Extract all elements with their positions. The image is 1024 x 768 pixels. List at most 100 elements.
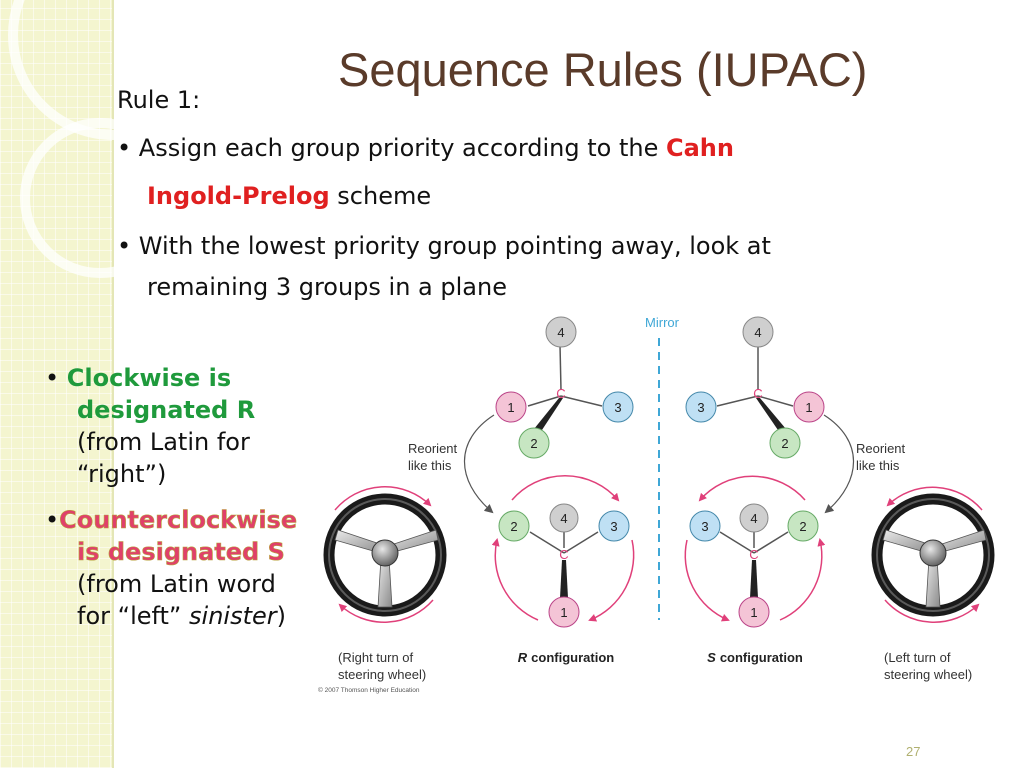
- wheel-turn-arrow: [884, 599, 980, 623]
- group-4-number: 4: [560, 511, 567, 526]
- group-1-number: 1: [507, 400, 514, 415]
- clockwise-note1: (from Latin for: [77, 428, 250, 456]
- group-2-circle: [787, 510, 819, 542]
- group-3-circle: [685, 391, 717, 423]
- group-3-circle: [598, 510, 630, 542]
- group-4-circle: [549, 503, 579, 533]
- rule-heading: Rule 1:: [117, 88, 200, 112]
- group-4-number: 4: [750, 511, 757, 526]
- clockwise-arrow: [511, 474, 620, 502]
- rule-bullet-1-line-2: Ingold-Prelog scheme: [147, 184, 431, 208]
- ccw-note2-pre: for “left”: [77, 602, 182, 630]
- bullet1-post: scheme: [337, 182, 432, 210]
- reorient-label-right-2: like this: [856, 458, 900, 473]
- page-number: 27: [906, 744, 921, 759]
- reorient-label-left-1: Reorient: [408, 441, 458, 456]
- right-turn-caption-1: (Right turn of: [338, 650, 414, 665]
- group-2-circle: [518, 427, 550, 459]
- counterclockwise-arrow: [779, 538, 826, 621]
- right-top-molecule: 4 3 1 2 C: [685, 316, 825, 459]
- group-1-number: 1: [560, 605, 567, 620]
- band-divider: [112, 0, 114, 768]
- wheel-turn-arrow: [338, 599, 434, 623]
- clockwise-arrow: [491, 538, 539, 621]
- counterclockwise-arrow: [684, 539, 730, 622]
- s-configuration-molecule: 3 4 2 1 C: [684, 475, 826, 628]
- group-1-circle: [548, 596, 580, 628]
- bullet-dot: •: [117, 134, 132, 162]
- right-turn-caption-2: steering wheel): [338, 667, 426, 682]
- group-2-circle: [498, 510, 530, 542]
- group-2-number: 2: [530, 436, 537, 451]
- group-3-number: 3: [610, 519, 617, 534]
- decorative-ring-mid: [20, 118, 180, 278]
- clockwise-em2: designated R: [77, 396, 256, 424]
- s-letter: S: [707, 650, 716, 665]
- ccw-note2-sinister: sinister: [189, 602, 277, 630]
- group-1-circle: [738, 596, 770, 628]
- group-2-number: 2: [781, 436, 788, 451]
- group-2-number: 2: [799, 519, 806, 534]
- group-1-number: 1: [750, 605, 757, 620]
- bullet-dot: •: [45, 506, 60, 534]
- rule-bullet-1-line-1: • Assign each group priority according t…: [117, 136, 734, 160]
- clockwise-arrow: [588, 539, 635, 622]
- slide-title: Sequence Rules (IUPAC): [338, 43, 868, 96]
- group-4-circle: [742, 316, 774, 348]
- bullet2-line2: remaining 3 groups in a plane: [147, 273, 507, 301]
- counterclockwise-note1: (from Latin word: [77, 570, 276, 598]
- counterclockwise-point: •Counterclockwise is designated S (from …: [45, 504, 345, 632]
- r-configuration-molecule: 2 4 3 1 C: [491, 474, 635, 628]
- clockwise-note2: “right”): [77, 460, 167, 488]
- reorient-arrow-left: [463, 414, 495, 514]
- group-2-number: 2: [510, 519, 517, 534]
- left-turn-caption-1: (Left turn of: [884, 650, 951, 665]
- group-2-circle: [769, 427, 801, 459]
- bullet1-cahn: Cahn: [666, 134, 734, 162]
- group-3-number: 3: [701, 519, 708, 534]
- left-steering-wheel: [323, 486, 447, 623]
- group-3-number: 3: [697, 400, 704, 415]
- bullet2-line1: With the lowest priority group pointing …: [138, 232, 771, 260]
- rule-bullet-2-line-1: • With the lowest priority group pointin…: [117, 234, 771, 258]
- left-turn-caption-2: steering wheel): [884, 667, 972, 682]
- clockwise-point: • Clockwise is designated R (from Latin …: [45, 362, 345, 490]
- counterclockwise-arrow: [698, 475, 806, 502]
- wheel-turn-arrow: [886, 486, 983, 511]
- group-1-circle: [793, 391, 825, 423]
- mirror-label: Mirror: [645, 315, 680, 330]
- bullet-dot: •: [45, 364, 60, 392]
- rule-bullet-2-line-2: remaining 3 groups in a plane: [147, 275, 507, 299]
- rule-heading-text: Rule 1:: [117, 86, 201, 114]
- group-4-circle: [545, 316, 577, 348]
- r-letter: R: [518, 650, 528, 665]
- reorient-arrow-right: [823, 414, 855, 514]
- bullet-dot: •: [117, 232, 132, 260]
- reorient-label-left-2: like this: [408, 458, 452, 473]
- center-atom-label: C: [753, 386, 762, 401]
- clockwise-em1: Clockwise is: [66, 364, 232, 392]
- left-top-molecule: 4 1 3 2 C: [495, 316, 634, 459]
- direction-explanations: • Clockwise is designated R (from Latin …: [45, 362, 345, 632]
- group-4-circle: [739, 503, 769, 533]
- counterclockwise-em2: is designated S: [77, 538, 285, 567]
- reorient-label-right-1: Reorient: [856, 441, 906, 456]
- center-atom-label: C: [559, 547, 568, 562]
- group-3-number: 3: [614, 400, 621, 415]
- center-atom-label: C: [556, 386, 565, 401]
- group-4-number: 4: [754, 325, 761, 340]
- counterclockwise-em1: Counterclockwise: [59, 506, 298, 535]
- group-3-circle: [689, 510, 721, 542]
- group-1-circle: [495, 391, 527, 423]
- wheel-turn-arrow: [334, 486, 432, 511]
- ccw-note2-post: ): [276, 602, 286, 630]
- s-config-word: configuration: [720, 650, 803, 665]
- right-steering-wheel: [871, 486, 995, 623]
- group-1-number: 1: [805, 400, 812, 415]
- counterclockwise-note2: for “left” sinister): [45, 600, 345, 632]
- group-3-circle: [602, 391, 634, 423]
